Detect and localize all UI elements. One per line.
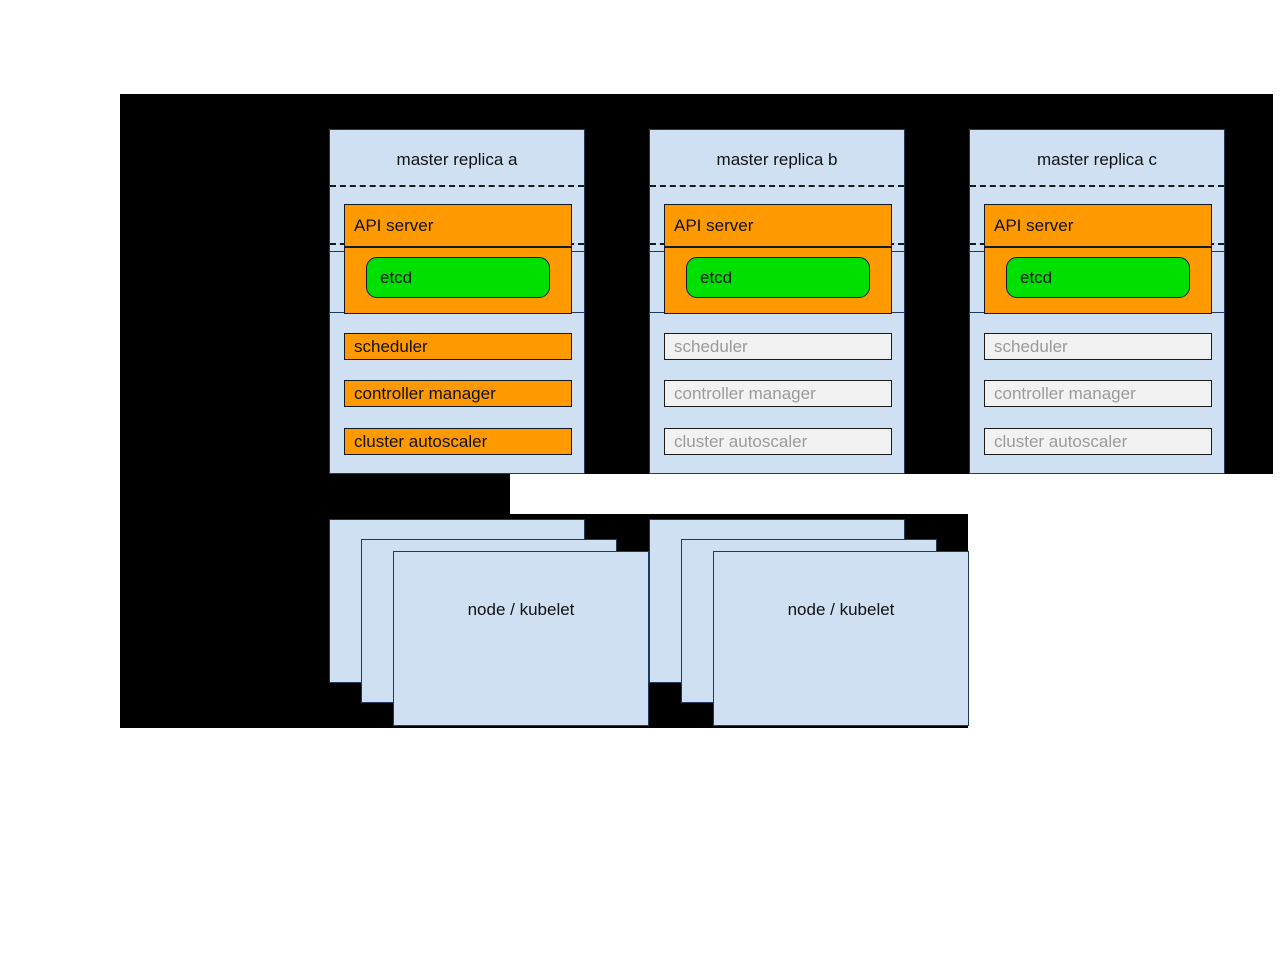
api-server-label-c: API server <box>994 216 1074 235</box>
master-replica-b-title: master replica b <box>716 150 838 169</box>
node-stack-1-layer-front[interactable]: node / kubelet <box>393 551 649 726</box>
scheduler-label-a: scheduler <box>354 337 428 356</box>
node-kubelet-label-2: node / kubelet <box>787 600 895 619</box>
replica-a-divider-top <box>330 185 584 187</box>
replica-b-divider-top <box>650 185 904 187</box>
cluster-autoscaler-label-c: cluster autoscaler <box>994 432 1128 451</box>
etcd-box-c[interactable]: etcd <box>1006 257 1190 298</box>
scheduler-label-b: scheduler <box>674 337 748 356</box>
node-kubelet-label-1: node / kubelet <box>467 600 575 619</box>
controller-manager-chip-c[interactable]: controller manager <box>984 380 1212 407</box>
etcd-label-b: etcd <box>700 267 733 287</box>
etcd-box-b[interactable]: etcd <box>686 257 870 298</box>
api-server-label-b: API server <box>674 216 754 235</box>
cluster-autoscaler-chip-a[interactable]: cluster autoscaler <box>344 428 572 455</box>
controller-manager-chip-b[interactable]: controller manager <box>664 380 892 407</box>
master-replica-a-title: master replica a <box>396 150 518 169</box>
master-replica-c[interactable]: master replica c API server etcd schedul… <box>969 129 1225 474</box>
backdrop-plate-left <box>120 474 510 514</box>
cluster-autoscaler-chip-c[interactable]: cluster autoscaler <box>984 428 1212 455</box>
node-stack-2-layer-front[interactable]: node / kubelet <box>713 551 969 726</box>
etcd-label-c: etcd <box>1020 267 1053 287</box>
controller-manager-chip-a[interactable]: controller manager <box>344 380 572 407</box>
cluster-autoscaler-chip-b[interactable]: cluster autoscaler <box>664 428 892 455</box>
api-server-label-a: API server <box>354 216 434 235</box>
scheduler-chip-c[interactable]: scheduler <box>984 333 1212 360</box>
controller-manager-label-a: controller manager <box>354 384 496 403</box>
replica-c-divider-top <box>970 185 1224 187</box>
scheduler-label-c: scheduler <box>994 337 1068 356</box>
etcd-box-a[interactable]: etcd <box>366 257 550 298</box>
master-replica-b[interactable]: master replica b API server etcd schedul… <box>649 129 905 474</box>
scheduler-chip-b[interactable]: scheduler <box>664 333 892 360</box>
scheduler-chip-a[interactable]: scheduler <box>344 333 572 360</box>
api-server-box-b[interactable]: API server <box>664 204 892 247</box>
controller-manager-label-c: controller manager <box>994 384 1136 403</box>
cluster-autoscaler-label-a: cluster autoscaler <box>354 432 488 451</box>
cluster-autoscaler-label-b: cluster autoscaler <box>674 432 808 451</box>
master-replica-a[interactable]: master replica a API server etcd schedul… <box>329 129 585 474</box>
api-server-box-a[interactable]: API server <box>344 204 572 247</box>
etcd-label-a: etcd <box>380 267 413 287</box>
api-server-box-c[interactable]: API server <box>984 204 1212 247</box>
controller-manager-label-b: controller manager <box>674 384 816 403</box>
master-replica-c-title: master replica c <box>1037 150 1157 169</box>
